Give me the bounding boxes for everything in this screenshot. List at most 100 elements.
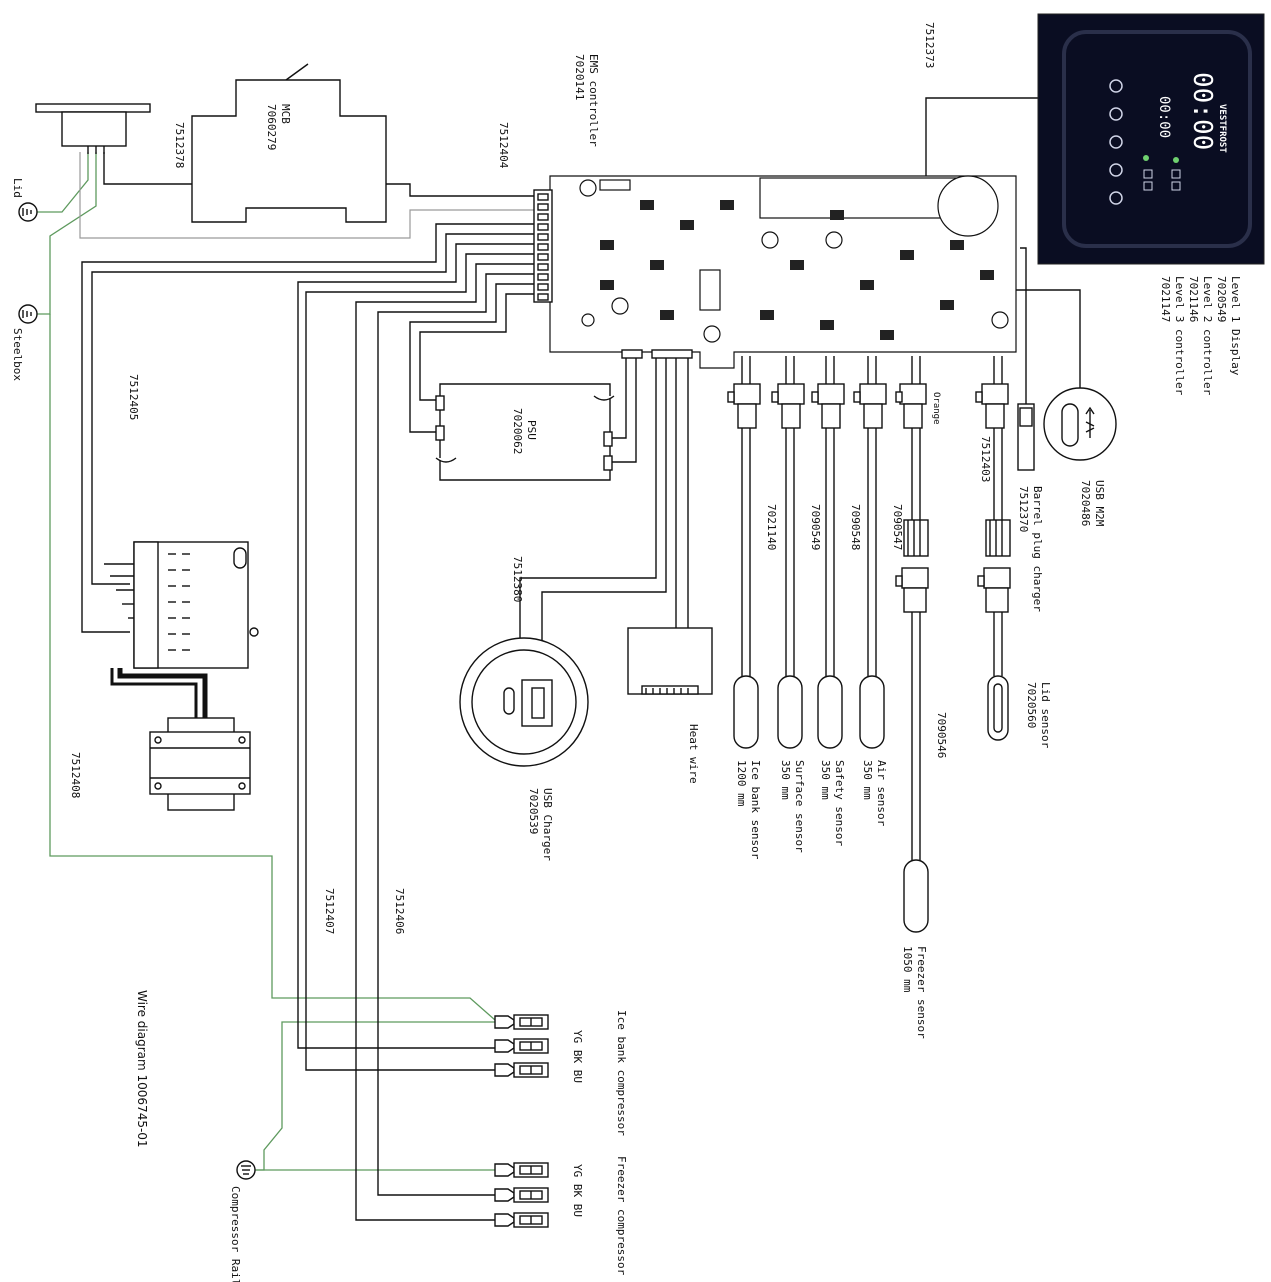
pcb-chip [830,210,844,220]
terminal-wire-bundle [104,563,134,619]
display-line: Level 2 controller [1201,276,1214,396]
display-time-small: 00:00 [1156,96,1172,138]
psu: PSU 7020062 [435,383,615,481]
usb-charger-name: USB Charger [541,788,554,861]
compressor-rail-label: Compressor Rail [229,1186,242,1282]
connector-pin [537,203,549,211]
spade-terminal [494,1038,549,1054]
display-info-block: Level 1 Display 7020549 Level 2 controll… [1159,276,1242,396]
ground-icon [18,202,38,222]
sensor-connector [733,383,761,405]
connector-pin [537,253,549,261]
cable-7512404: 7512404 [497,122,510,169]
steelbox-ground-label: Steelbox [11,328,24,381]
transformer [149,717,251,811]
mcb-part: 7060279 [265,104,278,150]
ems-bottom-connectors [621,349,693,359]
grey-wire [79,152,540,239]
pcb-chip [880,330,894,340]
lid-sensor-chain: 7512403 Lid sensor 7020560 [975,356,1052,749]
display-brand: VESTFROST [1217,104,1227,153]
ems-name: EMS controller [587,54,600,147]
usb-m2m-name: USB M2M [1093,480,1106,527]
pcb-chip [940,300,954,310]
cable-7512406: 7512406 [393,888,406,934]
sensor-name: Surface sensor [793,760,806,853]
display-line: Level 1 Display [1229,276,1242,376]
ems-left-connector [533,189,553,303]
sensor-length: 1200 mm [735,760,748,807]
pcb-chip [790,260,804,270]
sensor-part: 7090547 [891,504,904,550]
connector-pin [537,293,549,301]
sensor-connector [859,383,887,405]
connector-pin [537,233,549,241]
usb-m2m: USB M2M 7020486 [1043,387,1117,527]
spade-terminal [494,1187,549,1203]
barrel-plug-name: Barrel plug charger [1031,486,1044,612]
black-wires [81,97,1081,1221]
pcb-chip [680,220,694,230]
ground-icon [18,304,38,324]
ice-bank-compressor-label: Ice bank compressor [615,1010,628,1136]
lid-ground-label: Lid [11,178,24,198]
psu-name: PSU [525,420,538,440]
connector-pin [537,223,549,231]
lid-sensor-part: 7020560 [1025,682,1038,728]
connector-pin [537,273,549,281]
pcb-chip [650,260,664,270]
ground-icon [236,1160,256,1180]
spade-terminal [494,1212,549,1228]
sensor-part: 7090549 [809,504,822,550]
sensor-probe [777,675,803,749]
pcb-chip [860,280,874,290]
sensor-length: 350 mm [819,760,832,800]
pcb-chip [820,320,834,330]
connector-pin [537,193,549,201]
heat-wire-label: Heat wire [687,724,700,784]
sensor-name: Ice bank sensor [749,760,762,860]
display-line: 7021147 [1159,276,1172,322]
display-time-large: 00:00 [1187,72,1217,150]
mcb-name: MCB [279,104,292,124]
pcb-chip [640,200,654,210]
pcb-chip [720,200,734,210]
psu-part: 7020062 [511,408,524,454]
compressor-terminals [494,1014,549,1228]
ems-controller-pcb [549,175,1017,369]
freezer-sensor-name: Freezer sensor [915,946,928,1039]
cable-7512408: 7512408 [69,752,82,798]
heat-wire-connector: Heat wire [627,627,713,784]
freezer-compressor-label: Freezer compressor [615,1156,628,1276]
ems-part: 7020141 [573,54,586,100]
ice-bank-compressor-pins: YG BK BU [571,1030,584,1083]
sensor-part: 7021140 [765,504,778,550]
pcb-chip [600,240,614,250]
pcb-chip [600,280,614,290]
pcb-chip [950,240,964,250]
sensor-probe [733,675,759,749]
mcb: MCB 7060279 [191,63,387,223]
connector-pin [537,243,549,251]
barrel-plug-charger: Barrel plug charger 7512370 [1017,403,1044,612]
display-panel: 00:00 00:00 VESTFROST [1037,13,1265,265]
connector-pin [537,283,549,291]
cable-7512407: 7512407 [323,888,336,934]
freezer-compressor-pins: YG BK BU [571,1164,584,1217]
cable-7512405: 7512405 [127,374,140,420]
display-line: 7021146 [1187,276,1200,322]
spade-terminal [494,1062,549,1078]
lid-connector [35,103,151,154]
ground-wires [36,152,496,1171]
sensor-length: 350 mm [861,760,874,800]
pcb-chip [760,310,774,320]
cable-7512373: 7512373 [923,22,936,68]
lid-sensor-name: Lid sensor [1039,682,1052,749]
sensor-probe [817,675,843,749]
freezer-sensor: Orange 7090546 Freezer sensor 1050 mm [895,356,948,1039]
usb-charger: USB Charger 7020539 [459,637,589,861]
